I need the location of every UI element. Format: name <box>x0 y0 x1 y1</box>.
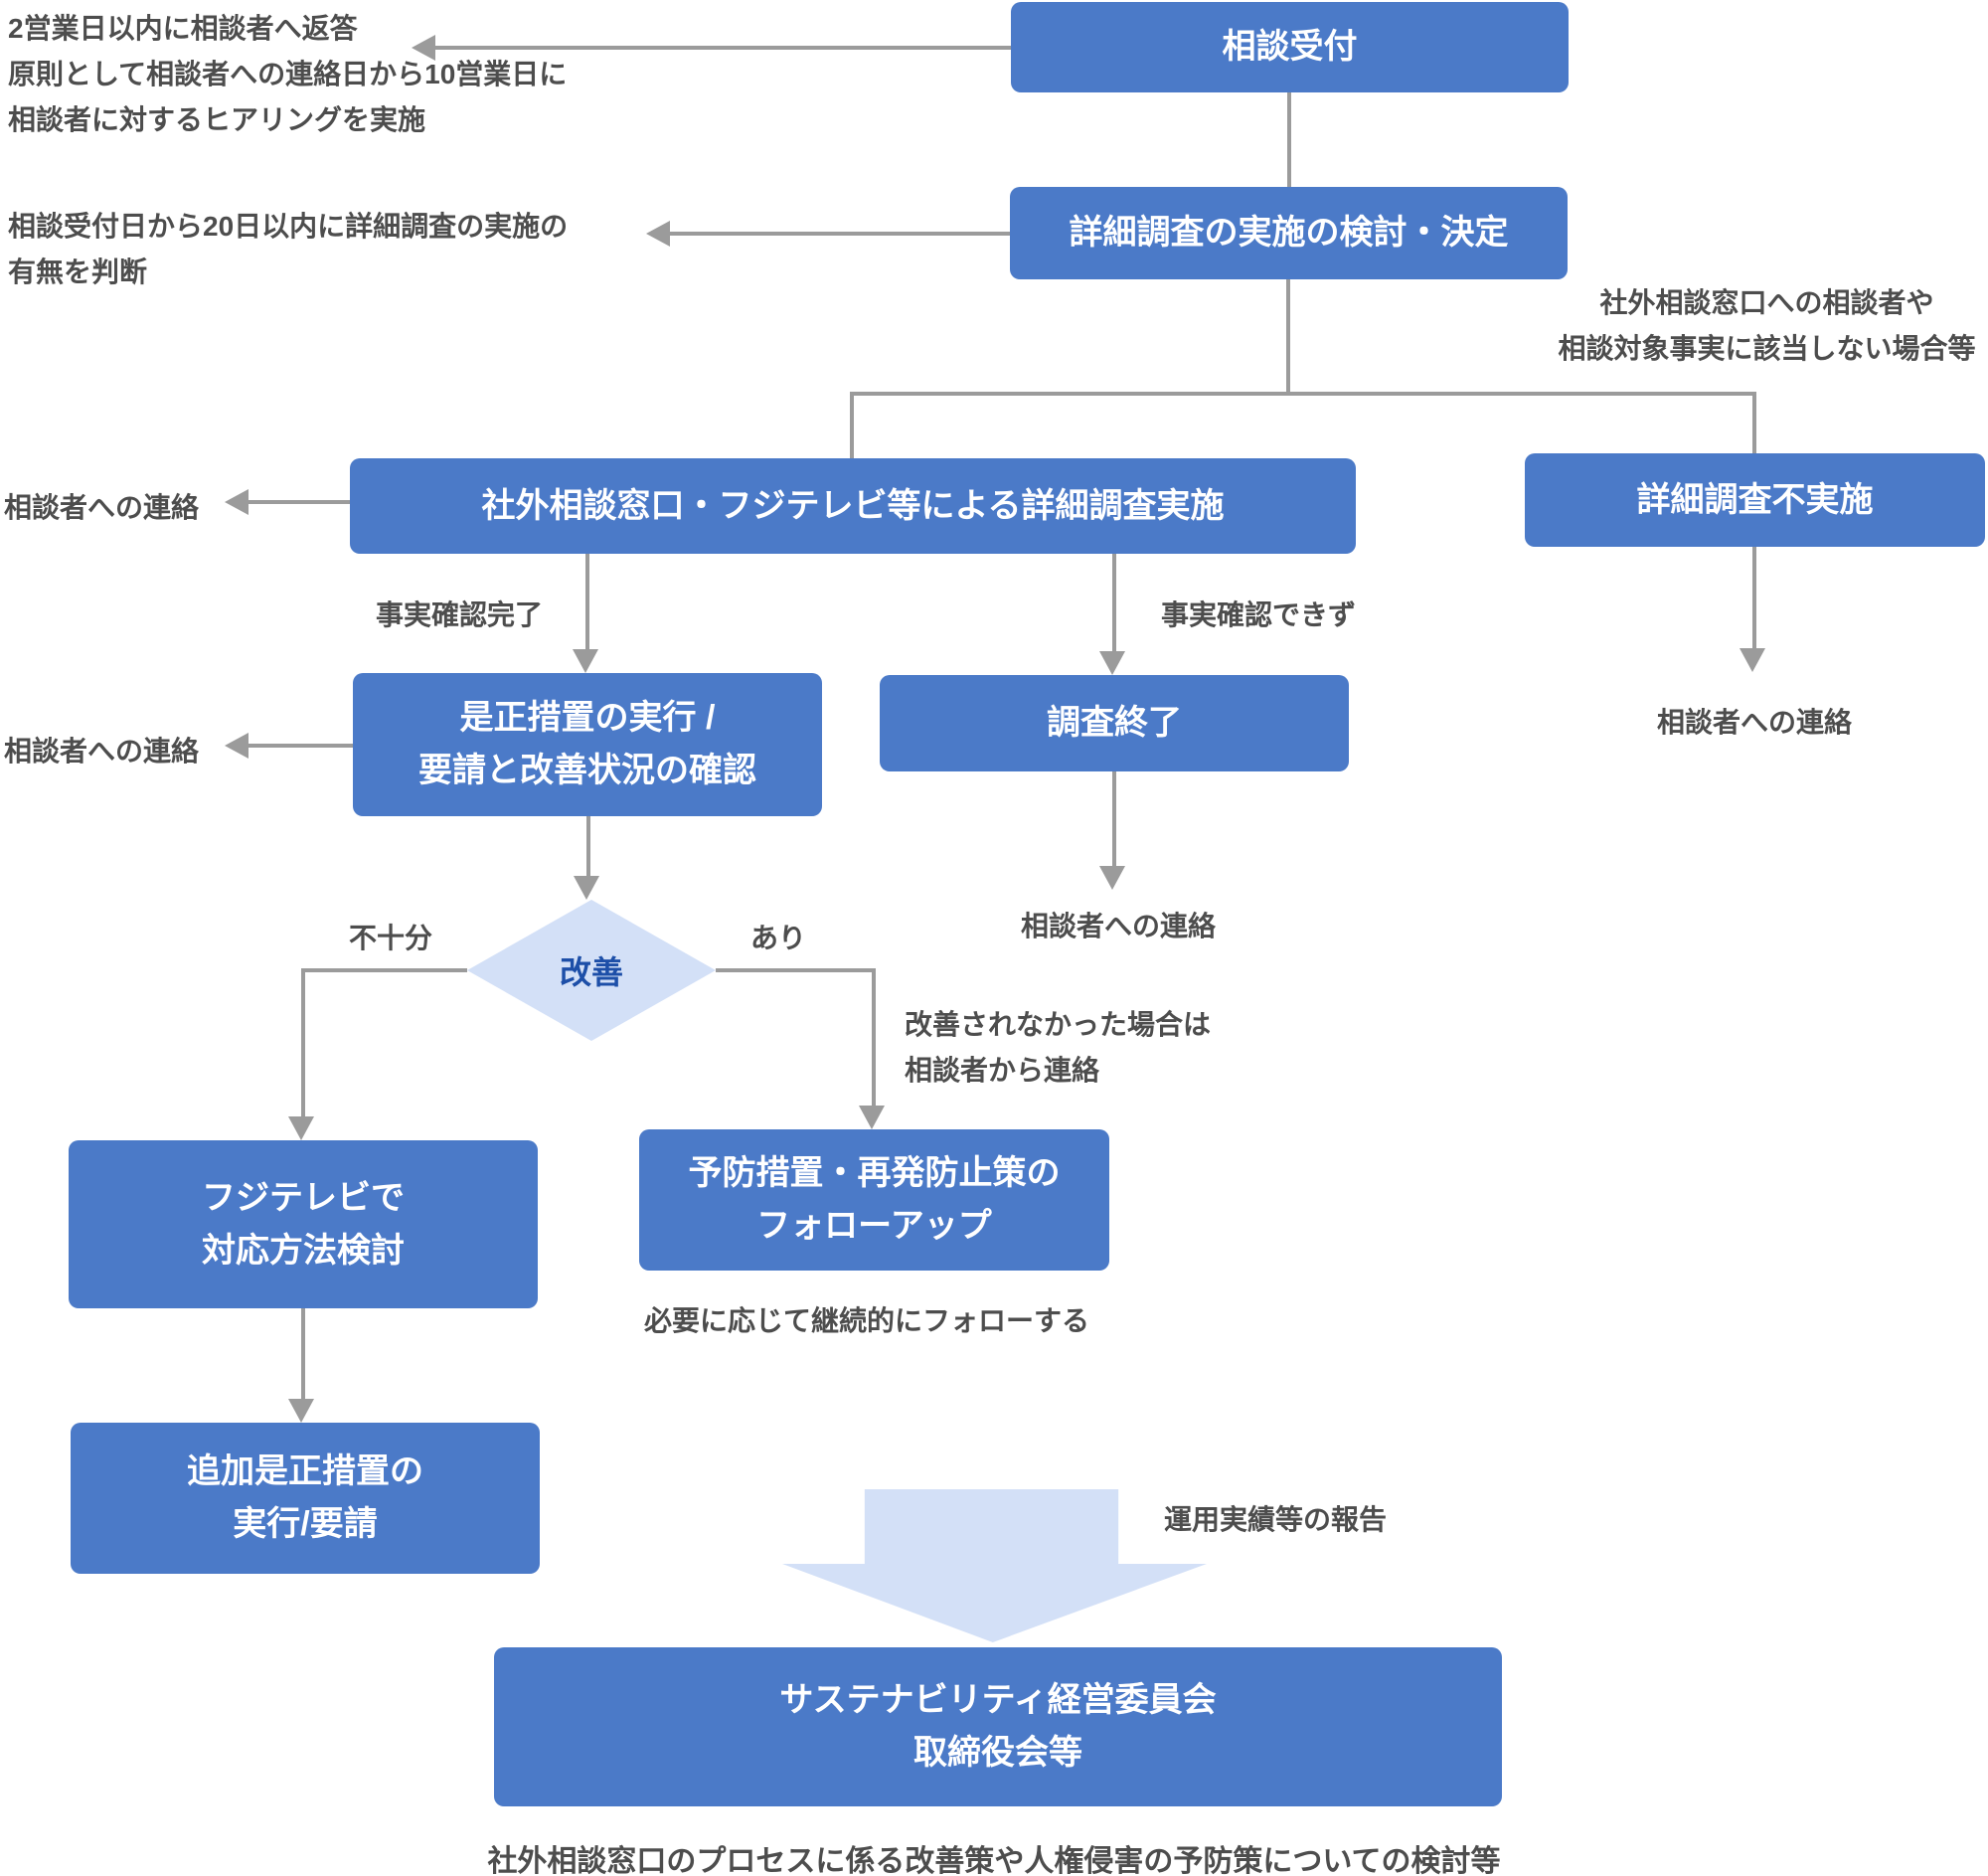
note-contact-after-corrective: 相談者への連絡 <box>4 736 200 767</box>
connector-insufficient-vertical <box>301 968 305 1116</box>
connector-insufficient-horizontal <box>301 968 467 972</box>
edge-label-improved: あり <box>750 923 807 953</box>
node-decide: 詳細調査の実施の検討・決定 <box>1010 187 1568 279</box>
note-reception: 2営業日以内に相談者へ返答 原則として相談者への連絡日から10営業日に 相談者に… <box>8 13 568 135</box>
note-contact-after-no-investigation: 相談者への連絡 <box>1656 707 1852 738</box>
arrowhead-reception-note-icon <box>412 35 435 61</box>
node-no-investigation: 詳細調査不実施 <box>1525 453 1985 547</box>
arrowhead-investigation-contact-icon <box>225 489 248 515</box>
report-block-arrow-icon <box>782 1489 1207 1642</box>
node-prevention: 予防措置・再発防止策の フォローアップ <box>639 1129 1109 1271</box>
connector-investigation-end <box>1112 554 1116 651</box>
connector-improved-horizontal <box>716 968 874 972</box>
edge-label-fact-not-confirmed: 事実確認できず <box>1161 599 1357 630</box>
connector-investigation-corrective <box>585 554 589 649</box>
note-contact-after-investigation: 相談者への連絡 <box>4 492 200 523</box>
connector-branch-to-investigation <box>850 392 854 458</box>
node-fuji: フジテレビで 対応方法検討 <box>69 1140 538 1308</box>
node-investigation: 社外相談窓口・フジテレビ等による詳細調査実施 <box>350 458 1356 554</box>
connector-no-investigation-contact <box>1752 547 1756 648</box>
note-contact-after-end: 相談者への連絡 <box>1020 911 1216 941</box>
connector-corrective-decision <box>586 816 590 876</box>
node-additional: 追加是正措置の 実行/要請 <box>71 1423 540 1574</box>
decision-improvement: 改善 <box>467 900 716 1041</box>
note-committee-agenda: 社外相談窓口のプロセスに係る改善策や人権侵害の予防策についての検討等 <box>487 1845 1501 1876</box>
note-decide-deadline: 相談受付日から20日以内に詳細調査の実施の 有無を判断 <box>8 211 569 287</box>
note-continuous-followup: 必要に応じて継続的にフォローする <box>644 1305 1090 1336</box>
connector-investigation-contact <box>248 500 350 504</box>
connector-corrective-contact <box>248 744 353 748</box>
connector-fuji-additional <box>301 1308 305 1399</box>
arrowhead-end-contact-icon <box>1099 866 1125 890</box>
node-reception: 相談受付 <box>1011 2 1569 92</box>
connector-improved-vertical <box>872 968 876 1106</box>
edge-label-fact-confirmed: 事実確認完了 <box>376 599 544 630</box>
decision-improvement-label: 改善 <box>559 954 623 990</box>
edge-label-insufficient: 不十分 <box>349 923 433 953</box>
connector-branch-horizontal <box>850 392 1756 396</box>
note-not-improved: 改善されなかった場合は 相談者から連絡 <box>905 1009 1212 1086</box>
connector-end-contact <box>1112 771 1116 866</box>
node-corrective: 是正措置の実行 / 要請と改善状況の確認 <box>353 673 822 816</box>
arrowhead-decide-note-icon <box>646 221 670 247</box>
arrowhead-corrective-contact-icon <box>225 733 248 759</box>
arrowhead-fuji-additional-icon <box>288 1399 314 1423</box>
node-committee: サステナビリティ経営委員会 取締役会等 <box>494 1647 1502 1806</box>
connector-reception-decide <box>1287 92 1291 187</box>
note-no-investigation-case: 社外相談窓口への相談者や 相談対象事実に該当しない場合等 <box>1558 287 1976 364</box>
arrowhead-investigation-corrective-icon <box>573 649 598 673</box>
connector-decide-note <box>670 232 1010 236</box>
connector-reception-note <box>435 46 1011 50</box>
arrowhead-investigation-end-icon <box>1099 651 1125 675</box>
connector-branch-to-no-investigation <box>1752 392 1756 453</box>
arrowhead-corrective-decision-icon <box>574 876 599 900</box>
arrowhead-improved-icon <box>859 1106 885 1129</box>
connector-decide-branch-stem <box>1286 279 1290 394</box>
edge-label-operation-report: 運用実績等の報告 <box>1164 1504 1388 1535</box>
node-end: 調査終了 <box>880 675 1349 771</box>
arrowhead-insufficient-icon <box>288 1116 314 1140</box>
arrowhead-no-investigation-contact-icon <box>1740 648 1765 672</box>
